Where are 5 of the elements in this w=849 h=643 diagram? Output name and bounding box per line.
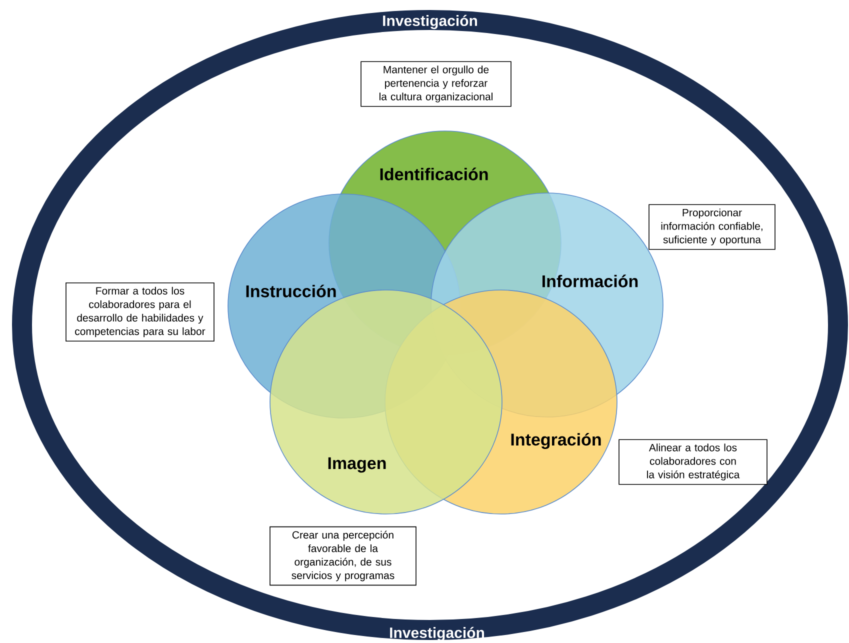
text-box: Proporcionar información confiable, suficiente y oportuna bbox=[648, 204, 776, 250]
text-box: Mantener el orgullo de pertenencia y reforzar la cultura organizacional bbox=[360, 61, 512, 107]
text-box: Alinear a todos los colaboradores con la visión estratégica bbox=[618, 439, 768, 485]
text-box: Crear una percepción favorable de la organización, de sus servicios y programas bbox=[270, 526, 416, 586]
text-box: Formar a todos los colaboradores para el desarrollo de habilidades y competencias para su labor bbox=[66, 282, 214, 342]
